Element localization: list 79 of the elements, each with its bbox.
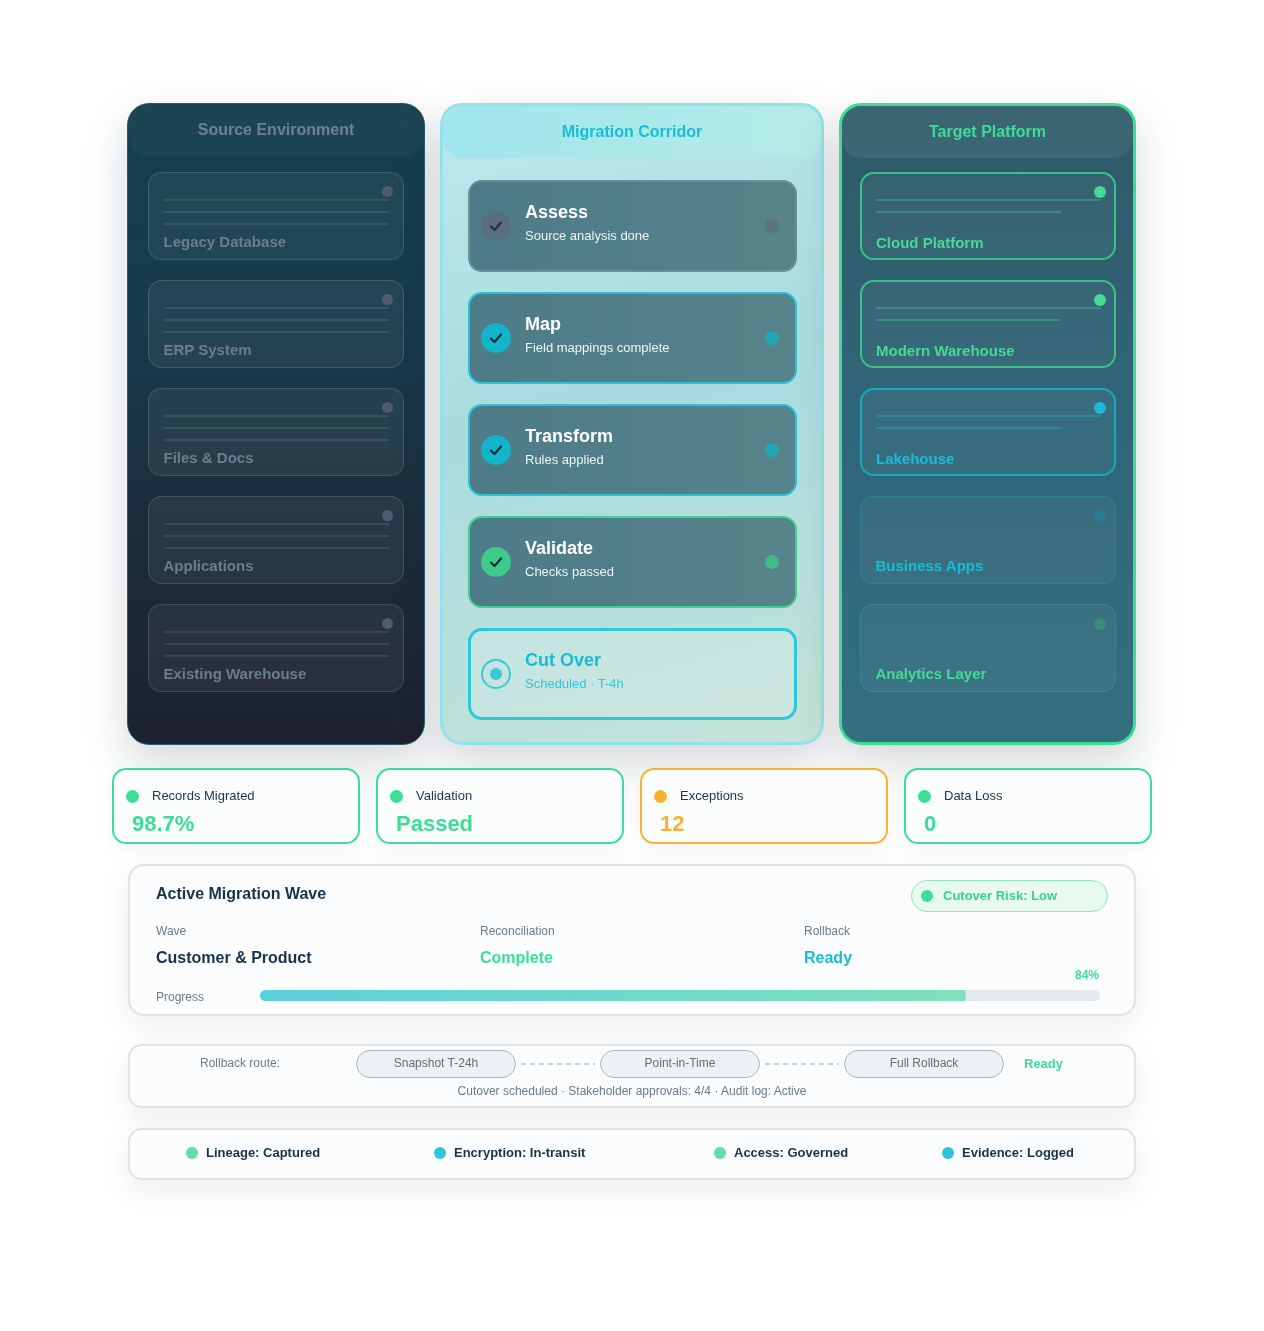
system-card — [860, 388, 1116, 476]
column-panel — [839, 103, 1136, 745]
route-pill: Snapshot T-24h — [356, 1050, 516, 1078]
metric-value: Passed — [396, 810, 474, 838]
percent-value: 84% — [1074, 967, 1099, 983]
risk-badge — [911, 880, 1108, 912]
field-label: Rollback — [804, 923, 851, 939]
metric-label: Exceptions — [680, 788, 744, 804]
system-card — [148, 280, 404, 368]
step-status: Source analysis done — [525, 228, 650, 244]
step-title: Transform — [525, 424, 614, 448]
card-label: Analytics Layer — [875, 664, 987, 683]
wave-panel — [128, 864, 1136, 1016]
step-status: Checks passed — [525, 564, 614, 580]
system-card — [148, 172, 404, 260]
metric-card — [112, 768, 360, 844]
system-card — [148, 496, 404, 584]
route-label: Rollback route: — [200, 1055, 281, 1071]
panel-header: Source Environment — [128, 104, 424, 156]
card-label: Files & Docs — [163, 448, 254, 467]
badge-text: Cutover Risk: Low — [943, 887, 1058, 904]
field-label: Wave — [156, 923, 187, 939]
status-text: Lineage: Captured — [206, 1145, 321, 1161]
step-title: Map — [525, 312, 561, 336]
field-value: Customer & Product — [156, 948, 312, 968]
system-card — [860, 280, 1116, 368]
route-pill: Point-in-Time — [600, 1050, 760, 1078]
summary-text: Cutover scheduled · Stakeholder approvals: 4/4 · Audit log: Active — [457, 1083, 807, 1099]
step-card — [468, 292, 797, 384]
status-text: Access: Governed — [734, 1145, 849, 1161]
metric-label: Records Migrated — [152, 788, 255, 804]
system-card — [860, 496, 1116, 584]
card-label: Modern Warehouse — [876, 340, 1015, 360]
metric-value: 98.7% — [132, 810, 195, 838]
column-panel — [127, 103, 425, 745]
dashed-connector — [764, 1063, 840, 1065]
card-label: Existing Warehouse — [163, 664, 307, 683]
panel-title: Active Migration Wave — [156, 884, 327, 904]
card-label: Lakehouse — [876, 448, 955, 468]
field-value: Ready — [804, 948, 853, 968]
metric-card — [904, 768, 1152, 844]
status-bar — [128, 1128, 1136, 1180]
step-card — [468, 180, 797, 272]
step-title: Validate — [525, 536, 594, 560]
system-card — [860, 172, 1116, 260]
system-card — [148, 388, 404, 476]
metric-label: Validation — [416, 788, 473, 804]
step-card — [468, 628, 797, 720]
metric-card — [640, 768, 888, 844]
system-card — [148, 604, 404, 692]
metric-card — [376, 768, 624, 844]
step-status: Field mappings complete — [525, 340, 670, 356]
step-title: Assess — [525, 200, 589, 224]
metric-label: Data Loss — [944, 788, 1003, 804]
card-label: Legacy Database — [163, 232, 287, 251]
dashed-connector — [520, 1063, 596, 1065]
field-label: Reconciliation — [480, 923, 555, 939]
step-card — [468, 404, 797, 496]
column-panel — [440, 103, 824, 745]
system-card — [860, 604, 1116, 692]
panel-header: Target Platform — [842, 106, 1133, 158]
status-text: Encryption: In-transit — [454, 1145, 586, 1161]
card-label: Applications — [163, 556, 254, 575]
route-pill: Full Rollback — [844, 1050, 1004, 1078]
status-text: Evidence: Logged — [962, 1145, 1074, 1161]
card-label: ERP System — [163, 340, 252, 359]
card-label: Business Apps — [875, 556, 984, 575]
panel-header: Migration Corridor — [443, 106, 821, 158]
step-card — [468, 516, 797, 608]
metric-value: 0 — [924, 810, 937, 838]
status-text: Ready — [1024, 1056, 1064, 1072]
step-status: Scheduled · T-4h — [525, 676, 624, 692]
field-value: Complete — [480, 948, 553, 968]
progress-label: Progress — [156, 989, 205, 1005]
step-title: Cut Over — [525, 648, 602, 672]
card-label: Cloud Platform — [876, 232, 984, 252]
metric-value: 12 — [660, 810, 685, 838]
rollback-panel — [128, 1044, 1136, 1108]
step-status: Rules applied — [525, 452, 604, 468]
